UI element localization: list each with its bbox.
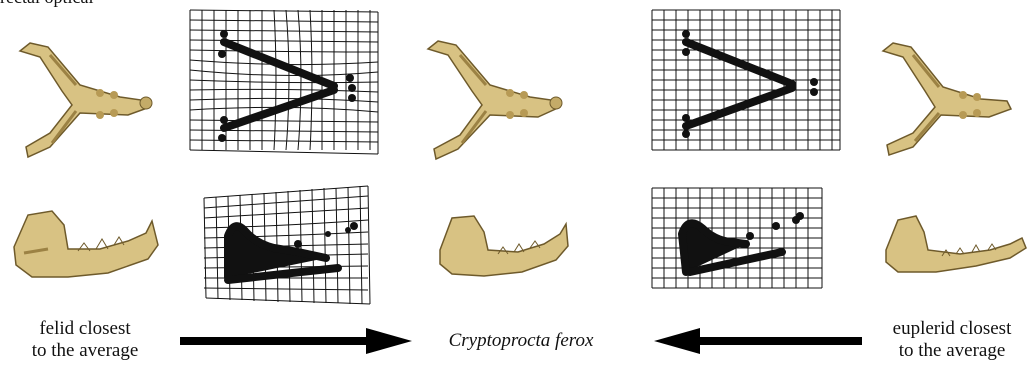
caption-felid: felid closest to the average bbox=[0, 318, 170, 362]
mandible-ventral-shape bbox=[20, 43, 152, 157]
felid-mandible-ventral bbox=[10, 35, 160, 165]
caption-felid-line2: to the average bbox=[0, 340, 170, 362]
cryptoprocta-mandible-lateral bbox=[432, 210, 572, 282]
euplerid-mandible-ventral bbox=[875, 35, 1025, 165]
caption-euplerid: euplerid closest to the average bbox=[872, 318, 1032, 362]
caption-felid-line1: felid closest bbox=[0, 318, 170, 340]
caption-euplerid-line1: euplerid closest bbox=[872, 318, 1032, 340]
right-arrow bbox=[178, 326, 416, 356]
caption-cryptoprocta: Cryptoprocta ferox bbox=[426, 330, 616, 352]
landmark-points bbox=[218, 30, 356, 142]
grid-lines bbox=[190, 10, 378, 154]
left-arrow bbox=[652, 326, 864, 356]
felid-mandible-lateral bbox=[8, 205, 163, 285]
deformation-grid-euplerid-ventral bbox=[650, 8, 842, 158]
cut-off-top-text: rectal optical bbox=[0, 0, 93, 8]
caption-euplerid-line2: to the average bbox=[872, 340, 1032, 362]
deformation-grid-felid-lateral bbox=[198, 180, 378, 310]
deformation-grid-euplerid-lateral bbox=[650, 186, 826, 310]
euplerid-mandible-lateral bbox=[880, 210, 1030, 282]
deformation-grid-felid-ventral bbox=[188, 8, 380, 158]
cryptoprocta-mandible-ventral bbox=[418, 35, 568, 165]
